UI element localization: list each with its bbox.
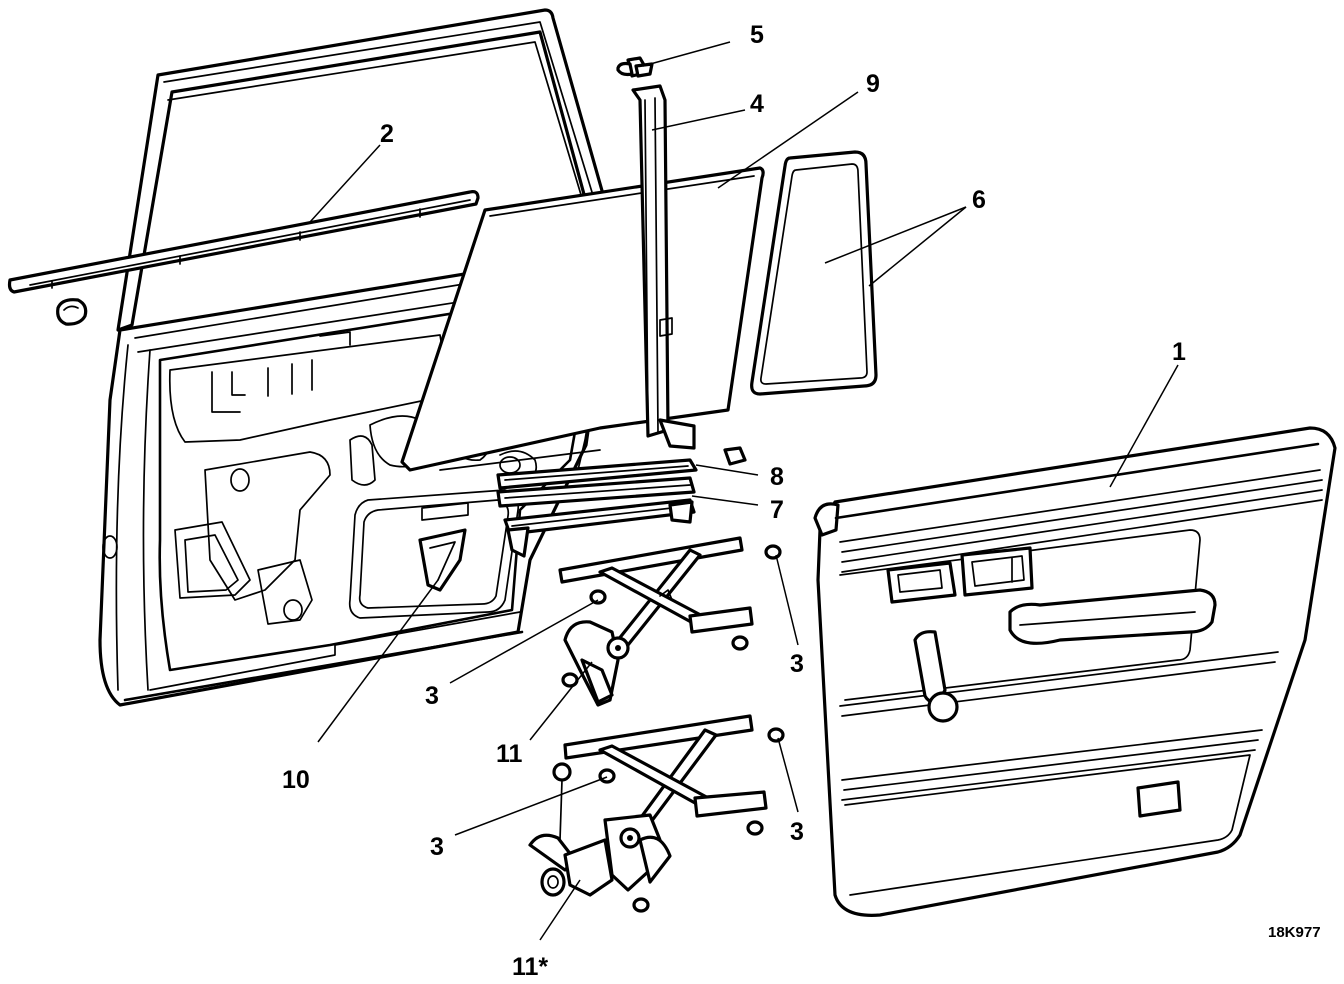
callout-3b: 3 — [790, 650, 804, 678]
door-trim-panel — [813, 426, 1337, 917]
quarter-window — [750, 150, 878, 396]
guide-rails — [496, 446, 747, 558]
callout-3d: 3 — [790, 818, 804, 846]
drawing-code: 18K977 — [1268, 924, 1321, 941]
window-regulator-lower — [528, 714, 785, 913]
leader-lines — [309, 41, 1179, 941]
door-glass — [400, 166, 765, 472]
callout-10: 10 — [282, 766, 310, 794]
callout-2: 2 — [380, 120, 394, 148]
callout-11: 11 — [496, 740, 523, 768]
glass-run-channel — [631, 84, 696, 450]
callout-6: 6 — [972, 186, 986, 214]
regulator-bracket — [418, 528, 467, 592]
callout-8: 8 — [770, 463, 784, 491]
callout-3c: 3 — [430, 833, 444, 861]
door-clip — [56, 298, 88, 326]
callout-3a: 3 — [425, 682, 439, 710]
callout-5: 5 — [750, 21, 764, 49]
callout-labels: 1 2 3 3 3 3 4 5 6 7 8 9 10 11 11* — [282, 21, 1186, 981]
callout-7: 7 — [770, 496, 784, 524]
callout-11-star: 11* — [512, 953, 548, 981]
callout-4: 4 — [750, 90, 764, 118]
channel-bolt — [616, 56, 654, 78]
waist-seal-strip — [7, 190, 480, 294]
callout-9: 9 — [866, 70, 880, 98]
window-regulator-upper — [558, 536, 782, 707]
callout-1: 1 — [1172, 338, 1186, 366]
